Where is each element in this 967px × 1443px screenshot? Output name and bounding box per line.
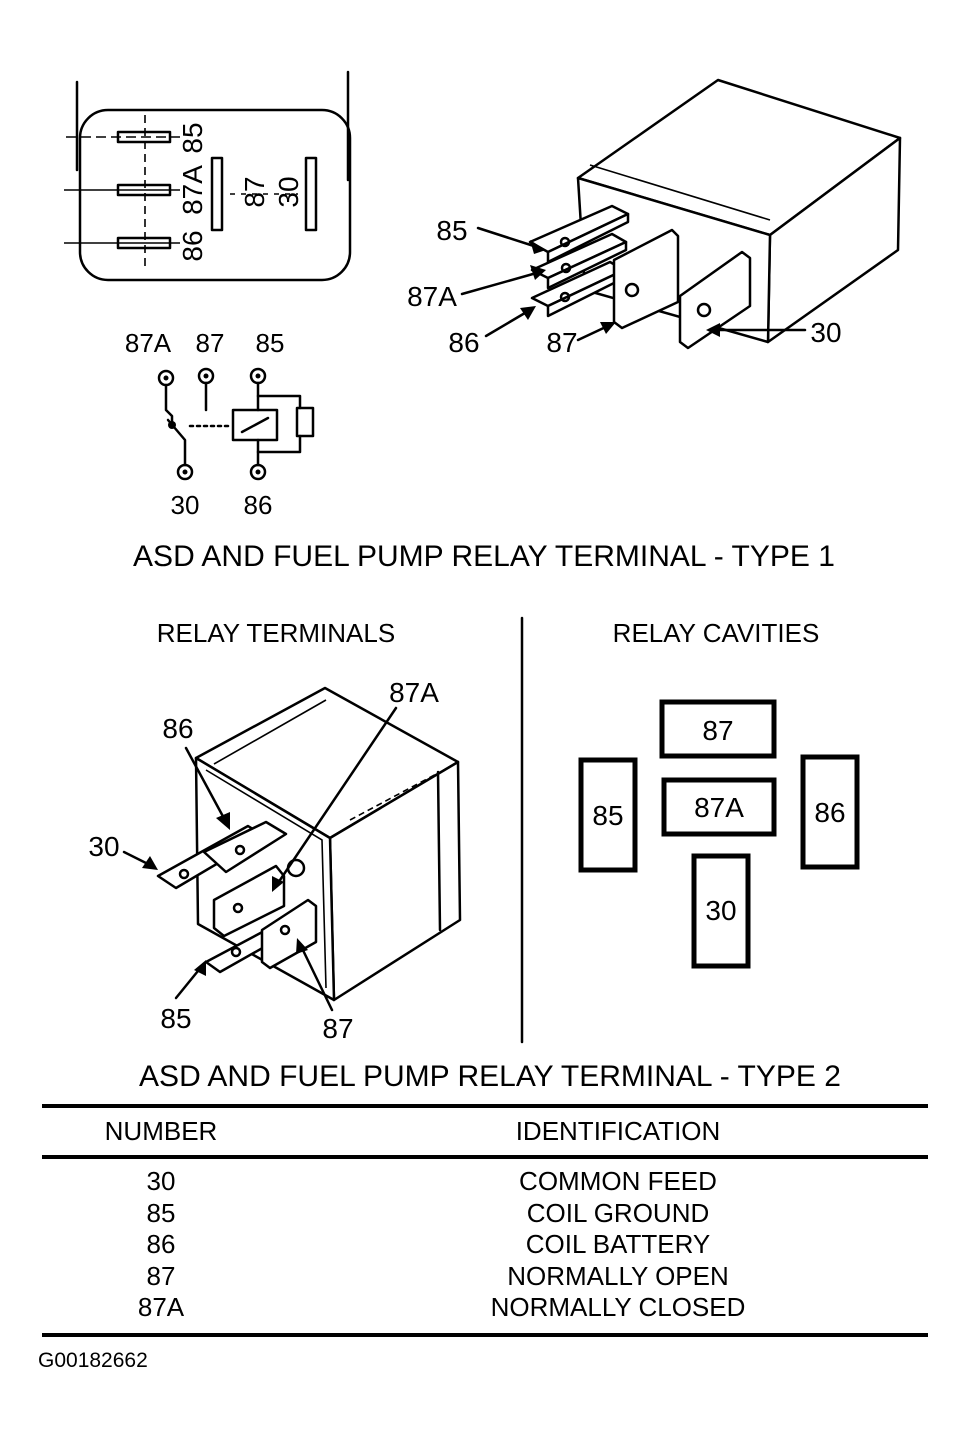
iso-label-87a: 87A — [407, 281, 457, 312]
terminal-label-30: 30 — [88, 831, 119, 862]
iso-label-87: 87 — [546, 327, 577, 358]
table-row-identification: NORMALLY CLOSED — [491, 1292, 746, 1322]
blade-87 — [260, 898, 318, 970]
cavity-85 — [578, 757, 638, 873]
blade-30 — [678, 250, 752, 350]
blade-87a — [212, 864, 286, 938]
relay-face-outline — [78, 108, 352, 282]
cavity-87a-label: 87A — [694, 792, 744, 823]
table-header-identification: IDENTIFICATION — [516, 1116, 721, 1146]
relay-cavities-heading: RELAY CAVITIES — [613, 618, 820, 648]
type2-relay-isometric: 86 87A 30 85 87 — [88, 677, 462, 1044]
blade-86 — [202, 820, 288, 874]
table-header-number: NUMBER — [105, 1116, 218, 1146]
coil-symbol — [231, 408, 279, 442]
table-row-identification: COMMON FEED — [519, 1166, 717, 1196]
terminal-85-blade — [116, 130, 172, 144]
type1-face-view: 85 87A 86 87 30 — [64, 70, 352, 282]
cavity-30-label: 30 — [705, 895, 736, 926]
schematic-label-30: 30 — [171, 490, 200, 520]
face-label-87a: 87A — [177, 165, 208, 215]
cavity-86-label: 86 — [814, 797, 845, 828]
cavity-87-label: 87 — [702, 715, 733, 746]
table-row-identification: COIL BATTERY — [526, 1229, 710, 1259]
schematic-label-87: 87 — [196, 328, 225, 358]
type1-relay-isometric: 85 87A 86 87 30 — [407, 78, 902, 358]
terminal-30-blade — [304, 156, 318, 232]
face-label-87: 87 — [239, 176, 270, 207]
relay-cavities: 87 87A 85 86 30 — [578, 699, 860, 969]
table-row-identification: COIL GROUND — [527, 1198, 710, 1228]
iso-label-86: 86 — [448, 327, 479, 358]
terminal-86-blade — [116, 236, 172, 250]
face-label-86: 86 — [177, 230, 208, 261]
face-label-85: 85 — [177, 122, 208, 153]
cavity-85-label: 85 — [592, 800, 623, 831]
cavity-87a — [661, 777, 777, 837]
terminal-identification-table: NUMBER IDENTIFICATION 30 COMMON FEED 85 … — [42, 1104, 928, 1337]
table-row-number: 85 — [147, 1198, 176, 1228]
table-row-number: 87 — [147, 1261, 176, 1291]
terminal-label-87a: 87A — [389, 677, 439, 708]
schematic-label-85: 85 — [256, 328, 285, 358]
face-label-30: 30 — [273, 176, 304, 207]
cavity-30 — [691, 853, 751, 969]
terminal-87a-blade — [116, 183, 172, 197]
type1-schematic: 87A 87 85 30 86 — [125, 328, 315, 520]
schematic-label-87a: 87A — [125, 328, 172, 358]
type1-caption: ASD AND FUEL PUMP RELAY TERMINAL - TYPE … — [133, 540, 835, 573]
cavity-87 — [659, 699, 777, 759]
terminal-label-87: 87 — [322, 1013, 353, 1044]
iso-label-85: 85 — [436, 215, 467, 246]
table-row-identification: NORMALLY OPEN — [507, 1261, 729, 1291]
terminal-label-85: 85 — [160, 1003, 191, 1034]
iso-label-30: 30 — [810, 317, 841, 348]
terminal-87-blade — [210, 156, 224, 232]
relay-terminals-heading: RELAY TERMINALS — [157, 618, 395, 648]
diode-symbol — [295, 406, 315, 438]
table-row-number: 87A — [138, 1292, 185, 1322]
type2-caption: ASD AND FUEL PUMP RELAY TERMINAL - TYPE … — [139, 1060, 841, 1093]
schematic-label-86: 86 — [244, 490, 273, 520]
table-row-number: 30 — [147, 1166, 176, 1196]
table-row-number: 86 — [147, 1229, 176, 1259]
cavity-86 — [800, 754, 860, 870]
figure-id: G00182662 — [38, 1349, 148, 1372]
terminal-label-86: 86 — [162, 713, 193, 744]
